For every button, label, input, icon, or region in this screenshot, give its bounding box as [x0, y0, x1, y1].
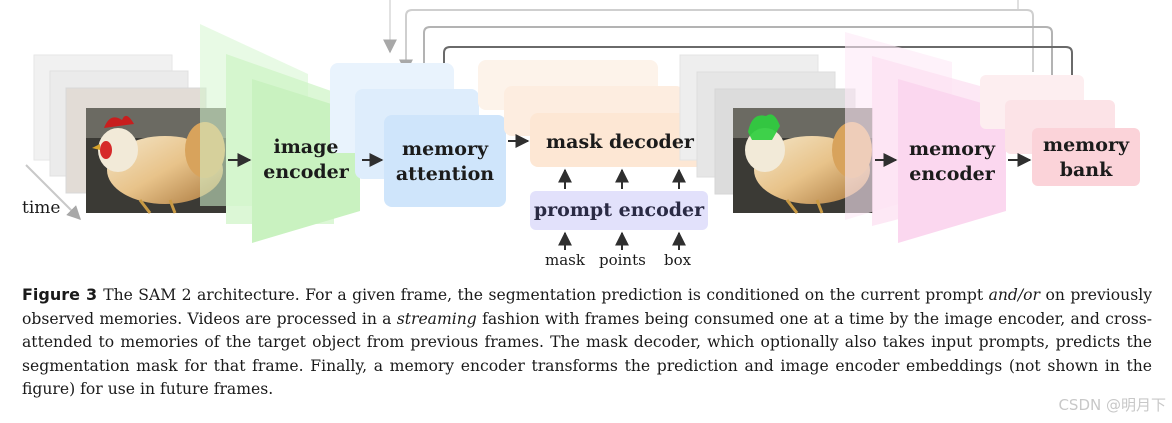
memory-attention-label: memory attention: [395, 138, 495, 185]
caption-text-1: The SAM 2 architecture. For a given fram…: [103, 286, 989, 304]
mask-decoder-label: mask decoder: [546, 130, 694, 153]
caption-text-3: fashion with frames being consumed one a…: [22, 309, 1152, 399]
prompt-input-mask: mask: [545, 251, 585, 269]
memory-bank-label: memory bank: [1042, 134, 1130, 181]
memory-encoder-label: memory encoder: [908, 138, 996, 185]
prompt-encoder-block: [530, 191, 708, 230]
image-encoder-label: image encoder: [263, 136, 349, 183]
caption-italic-streaming: streaming: [396, 309, 477, 328]
feedback-loops: [383, 0, 1073, 114]
figure-caption: Figure 3 The SAM 2 architecture. For a gi…: [22, 283, 1152, 402]
flow-arrows: [228, 134, 1032, 250]
memory-bank-block: [980, 75, 1140, 186]
figure-label: Figure 3: [22, 285, 98, 304]
caption-text-2: on previously observed memories. Videos …: [22, 286, 1153, 328]
prompt-input-points: points: [599, 251, 646, 269]
caption-italic-and-or: and/or: [988, 286, 1041, 304]
architecture-diagram: [25, 0, 1140, 250]
prompt-encoder-label: prompt encoder: [533, 198, 705, 221]
time-label: time: [22, 198, 61, 218]
memory-encoder-block: [845, 32, 1006, 243]
time-axis: [25, 164, 81, 220]
prompt-input-box: box: [664, 251, 692, 269]
watermark: CSDN @明月下: [1058, 396, 1166, 414]
mask-decoder-block: [478, 60, 710, 167]
memory-attention-block: [330, 63, 506, 207]
